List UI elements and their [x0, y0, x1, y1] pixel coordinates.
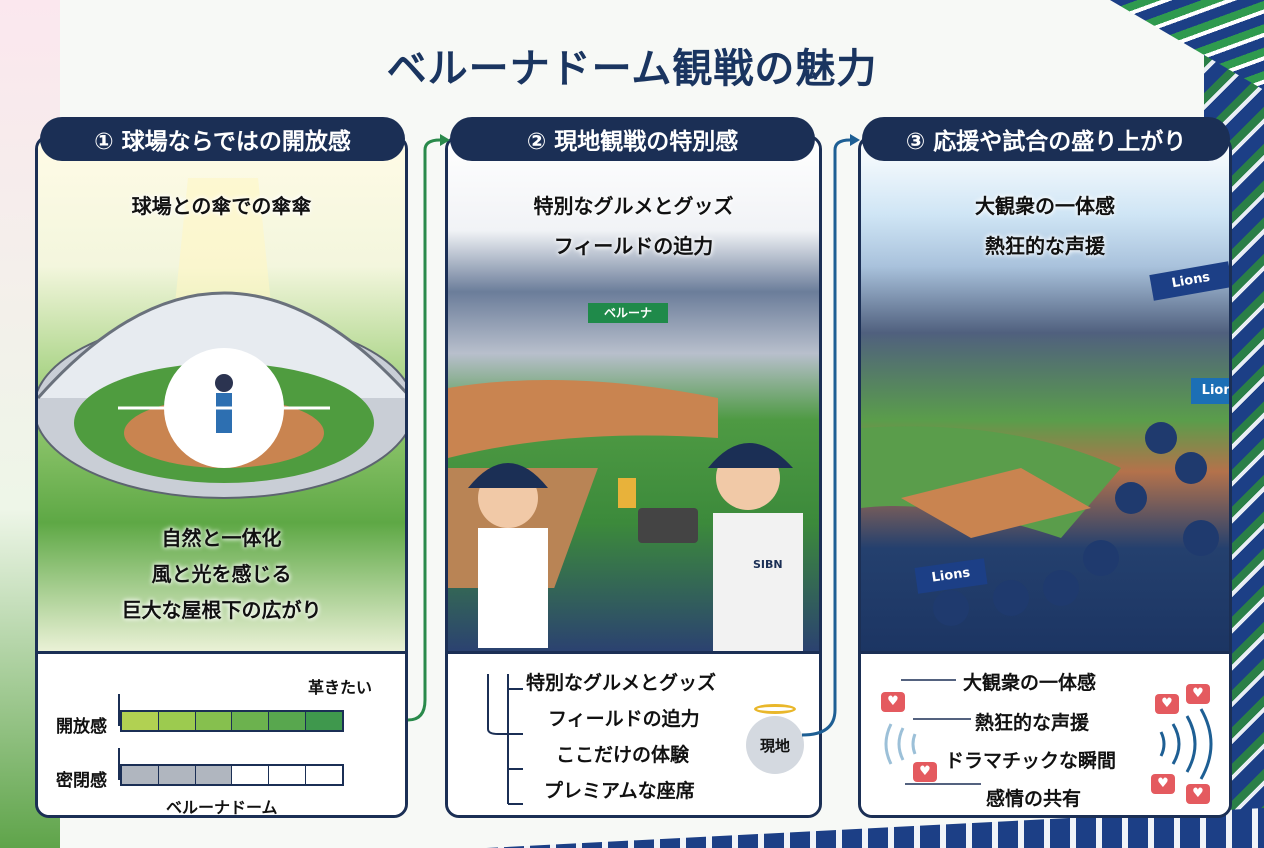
list-item: ドラマチックな瞬間	[945, 750, 1117, 772]
panel-openness: 球場との傘での傘傘 自然と一体化 風と光を感じる 巨大な屋根下の広がり 革きたい…	[35, 135, 408, 818]
panel-cheering: Lions Lions Lions 大観衆の一体感 熱狂的な声援 ♥ ♥ ♥ ♥…	[858, 135, 1232, 818]
heart-icon: ♥	[1155, 694, 1179, 714]
panel-caption: 球場との傘での傘傘	[131, 194, 312, 218]
panel-caption: 特別なグルメとグッズ	[533, 194, 734, 218]
list-item: 熱狂的な声援	[975, 712, 1090, 734]
meter-row-label: 開放感	[56, 717, 107, 737]
list-item: 感情の共有	[986, 788, 1082, 810]
panel-caption: フィールドの迫力	[553, 234, 714, 258]
heart-icon: ♥	[881, 692, 905, 712]
fans-eating-icon	[448, 380, 803, 651]
openness-meter: 革きたい 開放感 密閉感 ベルーナドーム	[38, 651, 405, 815]
panel-live: ベルーナ SIBN 特別なグルメとグッズ フィールドの迫力 特別なグルメとグッズ…	[445, 135, 822, 818]
jersey-text: SIBN	[753, 558, 783, 571]
cheering-feature-list: ♥ ♥ ♥ ♥ ♥ ♥ 大観衆の一体感 熱狂的な声援 ドラマチックな瞬間 感情の…	[861, 651, 1229, 815]
closedness-bar	[120, 764, 344, 786]
feature-line: 風と光を感じる	[151, 562, 292, 586]
panel-header-cheering: ③ 応援や試合の盛り上がり	[862, 117, 1230, 161]
meter-x-label: ベルーナドーム	[166, 798, 278, 817]
list-item: プレミアムな座席	[544, 780, 695, 802]
openness-bar	[120, 710, 344, 732]
scoreboard: ベルーナ	[588, 303, 668, 323]
list-item: フィールドの迫力	[548, 708, 700, 730]
dome-illustration	[38, 138, 405, 651]
panel-caption: 大観衆の一体感	[975, 194, 1115, 218]
heart-icon: ♥	[1186, 784, 1210, 804]
panel-header-openness: ① 球場ならではの開放感	[40, 117, 405, 161]
list-item: 大観衆の一体感	[963, 672, 1097, 694]
arrow-connector	[407, 138, 441, 722]
on-site-badge: 現地	[746, 716, 804, 774]
feature-line: 自然と一体化	[161, 526, 282, 550]
panel-header-live: ② 現地観戦の特別感	[450, 117, 815, 161]
lions-banner: Lions	[1191, 378, 1229, 404]
meter-marker-label: 革きたい	[308, 678, 373, 697]
meter-row-label: 密閉感	[56, 771, 107, 791]
panel-caption: 熱狂的な声援	[985, 234, 1105, 258]
halo-icon	[754, 704, 796, 714]
heart-icon: ♥	[1186, 684, 1210, 704]
dome-stadium-icon	[38, 178, 405, 499]
list-item: 特別なグルメとグッズ	[526, 672, 717, 694]
meter-axis	[118, 748, 120, 780]
feature-line: 巨大な屋根下の広がり	[121, 598, 322, 622]
meter-axis	[118, 694, 120, 726]
stadium-seat-illustration: ベルーナ SIBN	[448, 138, 819, 651]
heart-icon: ♥	[1151, 774, 1175, 794]
bracket-connector	[487, 674, 523, 805]
crowd-icon	[861, 422, 1219, 626]
sound-waves-icon	[884, 679, 1213, 785]
page-title: ベルーナドーム観戦の魅力	[386, 46, 878, 92]
list-item: ここだけの体験	[556, 744, 690, 766]
crowd-cheering-illustration: Lions Lions Lions	[861, 138, 1229, 651]
heart-icon: ♥	[913, 762, 937, 782]
live-feature-list: 特別なグルメとグッズ フィールドの迫力 ここだけの体験 プレミアムな座席 現地	[448, 651, 819, 815]
